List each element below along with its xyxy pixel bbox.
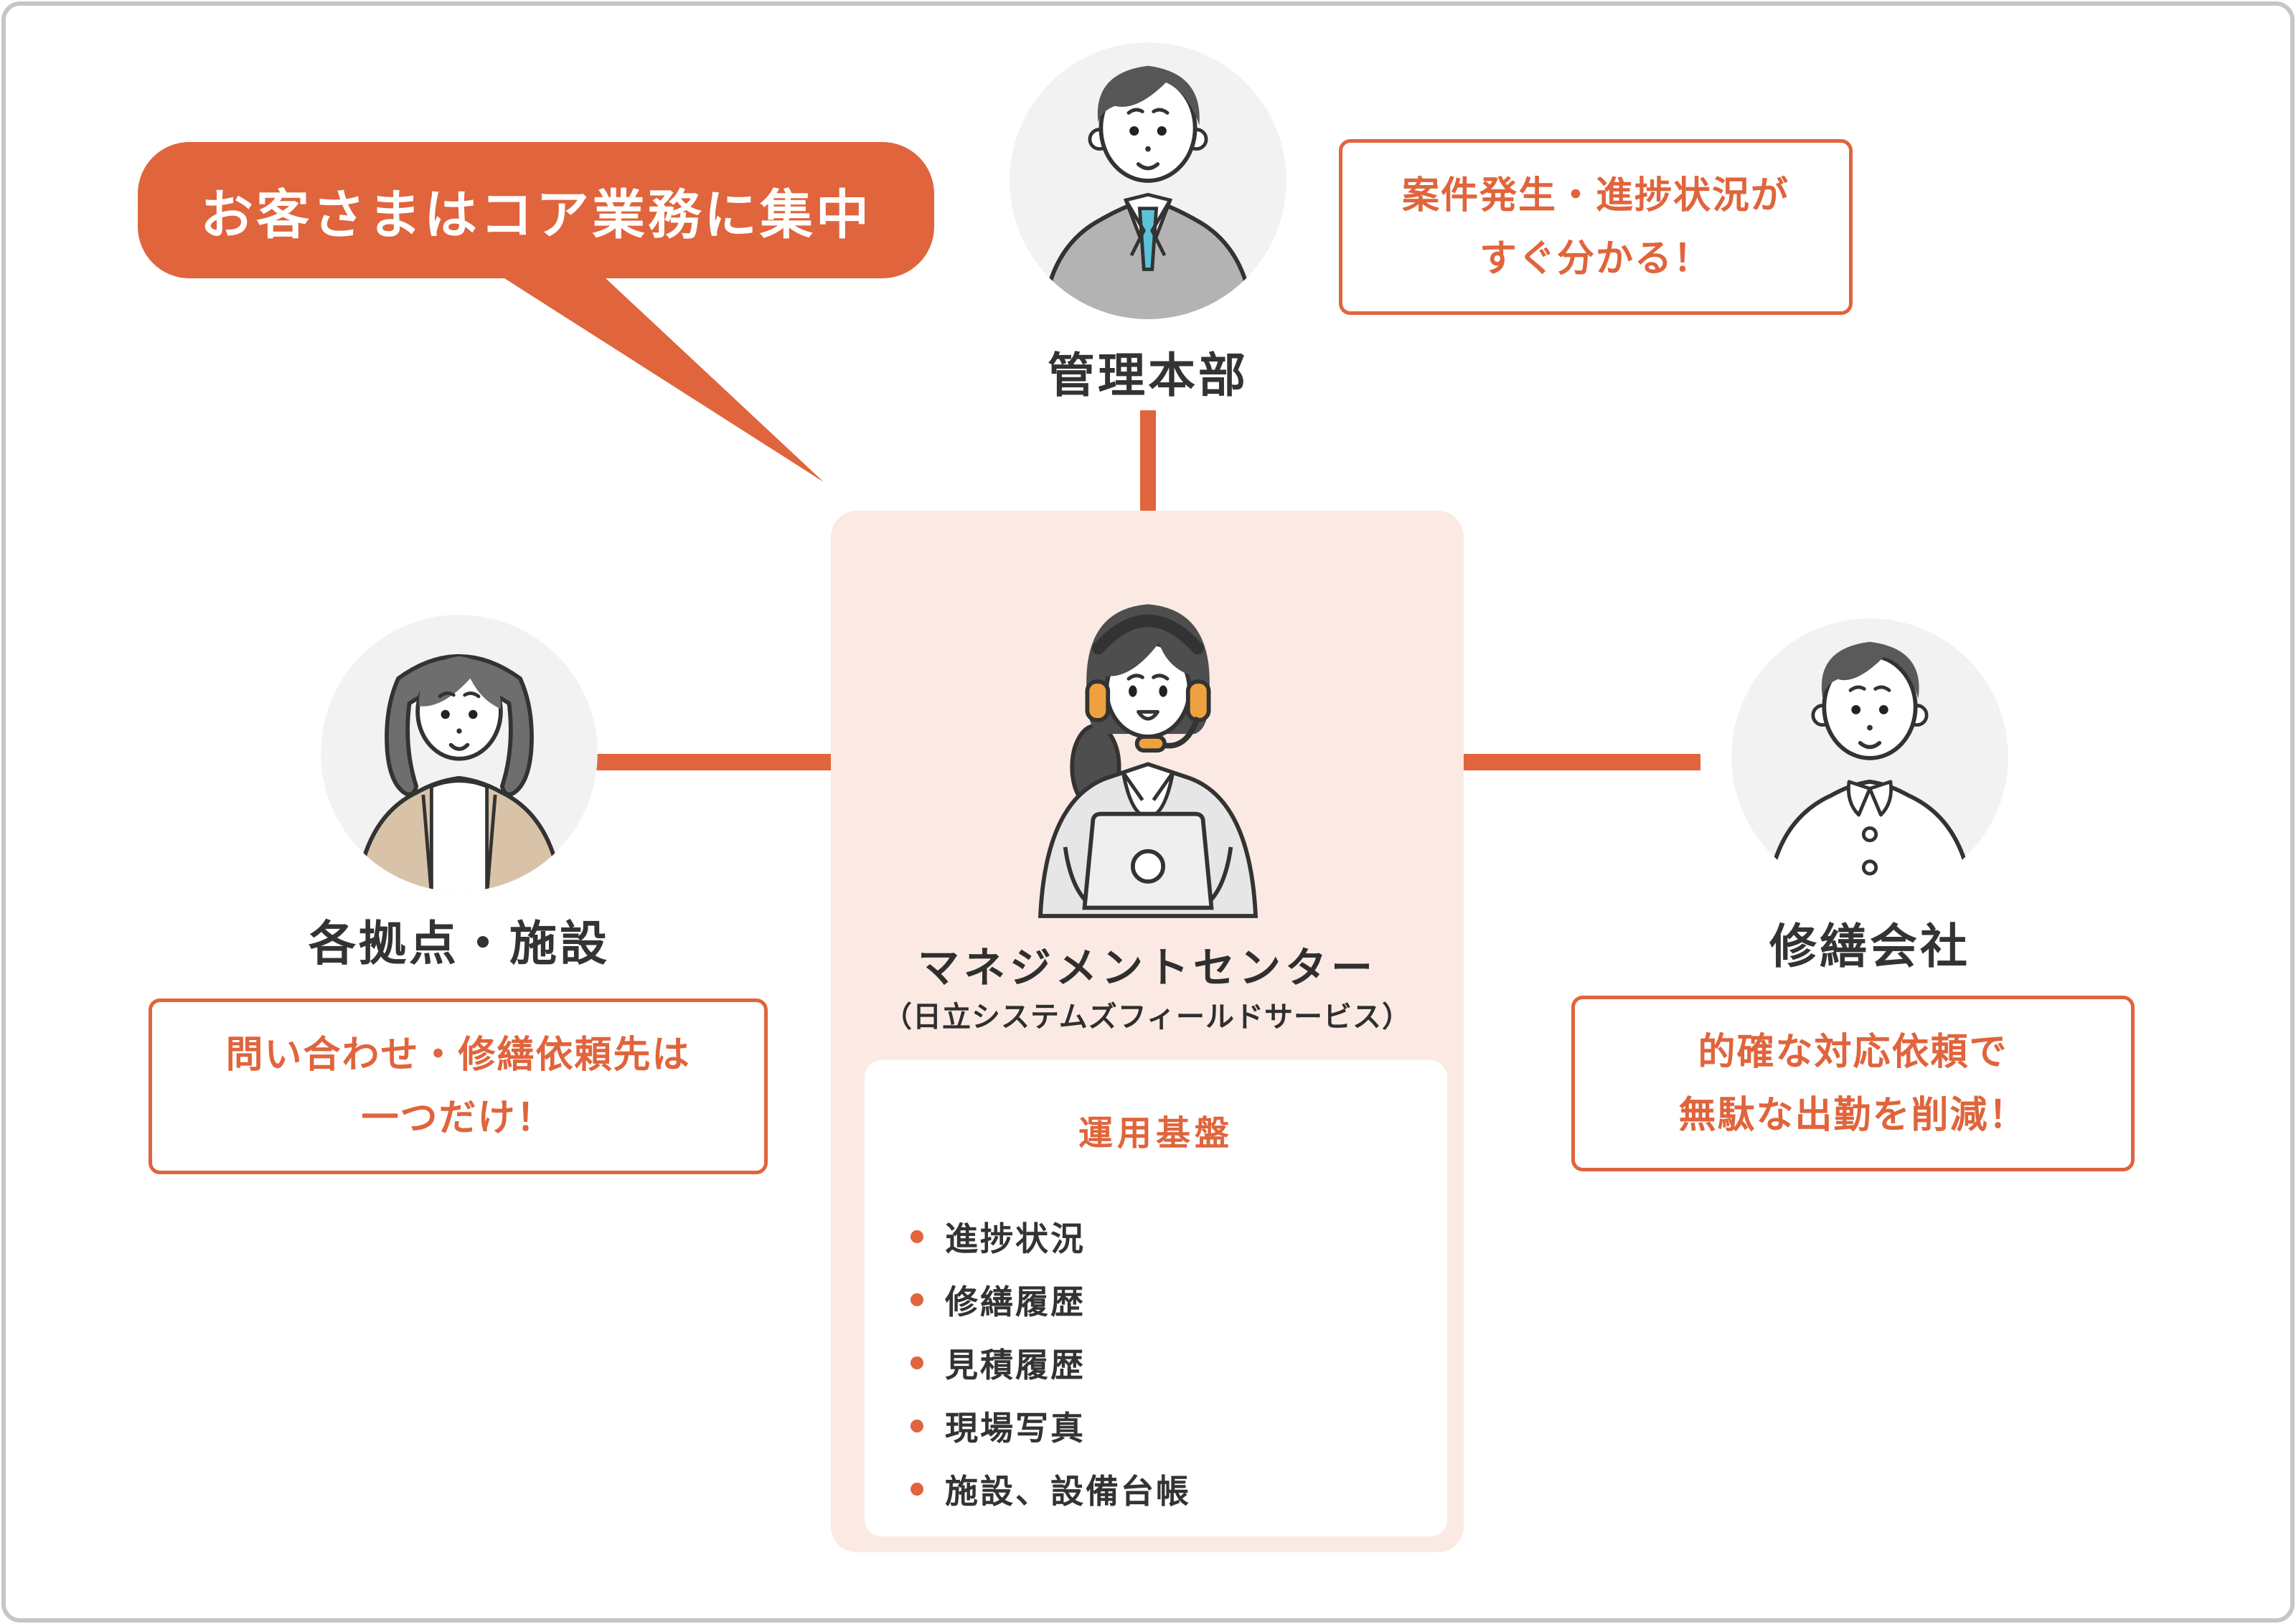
node-label-management-hq: 管理本部 — [1048, 349, 1248, 402]
list-item-label: 修繕履歴 — [945, 1283, 1086, 1321]
speech-bubble-text: お客さまはコア業務に集中 — [200, 184, 872, 245]
callout-repair-company-line2: 無駄な出勤を削減！ — [1678, 1094, 2028, 1136]
node-label-sites: 各拠点・施設 — [309, 917, 610, 970]
callout-sites-line1: 問い合わせ・修繕依頼先は — [225, 1034, 691, 1076]
callout-management-hq: 案件発生・進捗状況が すぐ分かる！ — [1339, 139, 1853, 315]
avatar-management-hq — [1010, 42, 1286, 319]
speech-bubble: お客さまはコア業務に集中 — [138, 142, 934, 278]
callout-management-hq-line1: 案件発生・進捗状況が — [1401, 174, 1789, 217]
list-item: 施設、設備台帳 — [911, 1458, 1447, 1521]
list-item: 現場写真 — [911, 1394, 1447, 1458]
operator-illustration-wrap — [969, 554, 1327, 920]
callout-sites: 問い合わせ・修繕依頼先は 一つだけ！ — [149, 999, 768, 1174]
node-label-repair-company: 修繕会社 — [1769, 920, 1970, 973]
platform-card: 運用基盤 進捗状況 修繕履歴 見積履歴 現場写真 施設、設備台帳 — [865, 1060, 1447, 1536]
man-suit-illustration — [1010, 42, 1286, 319]
center-title: マネジメントセンター — [917, 945, 1377, 991]
avatar-sites — [321, 615, 598, 892]
callout-management-hq-line2: すぐ分かる！ — [1479, 237, 1712, 280]
list-item: 見積履歴 — [911, 1331, 1447, 1394]
callout-sites-line2: 一つだけ！ — [361, 1097, 555, 1139]
bullet-dot-icon — [911, 1356, 923, 1369]
avatar-repair-company — [1731, 618, 2008, 895]
list-item-label: 施設、設備台帳 — [945, 1473, 1191, 1510]
platform-title: 運用基盤 — [1078, 1115, 1233, 1153]
operator-headset-illustration — [1038, 604, 1258, 918]
list-item-label: 進捗状況 — [945, 1220, 1086, 1257]
callout-repair-company: 的確な対応依頼で 無駄な出勤を削減！ — [1571, 996, 2135, 1171]
woman-cardigan-illustration — [321, 615, 598, 892]
list-item-label: 現場写真 — [945, 1410, 1086, 1447]
man-shirt-illustration — [1731, 618, 2008, 895]
platform-list: 進捗状況 修繕履歴 見積履歴 現場写真 施設、設備台帳 — [865, 1205, 1447, 1521]
bullet-dot-icon — [911, 1293, 923, 1306]
callout-repair-company-line1: 的確な対応依頼で — [1698, 1031, 2008, 1073]
list-item-label: 見積履歴 — [945, 1346, 1086, 1384]
list-item: 修繕履歴 — [911, 1268, 1447, 1331]
bullet-dot-icon — [911, 1420, 923, 1432]
bullet-dot-icon — [911, 1483, 923, 1496]
bullet-dot-icon — [911, 1230, 923, 1243]
center-subtitle: （日立システムズフィールドサービス） — [883, 1001, 1411, 1033]
list-item: 進捗状況 — [911, 1205, 1447, 1268]
